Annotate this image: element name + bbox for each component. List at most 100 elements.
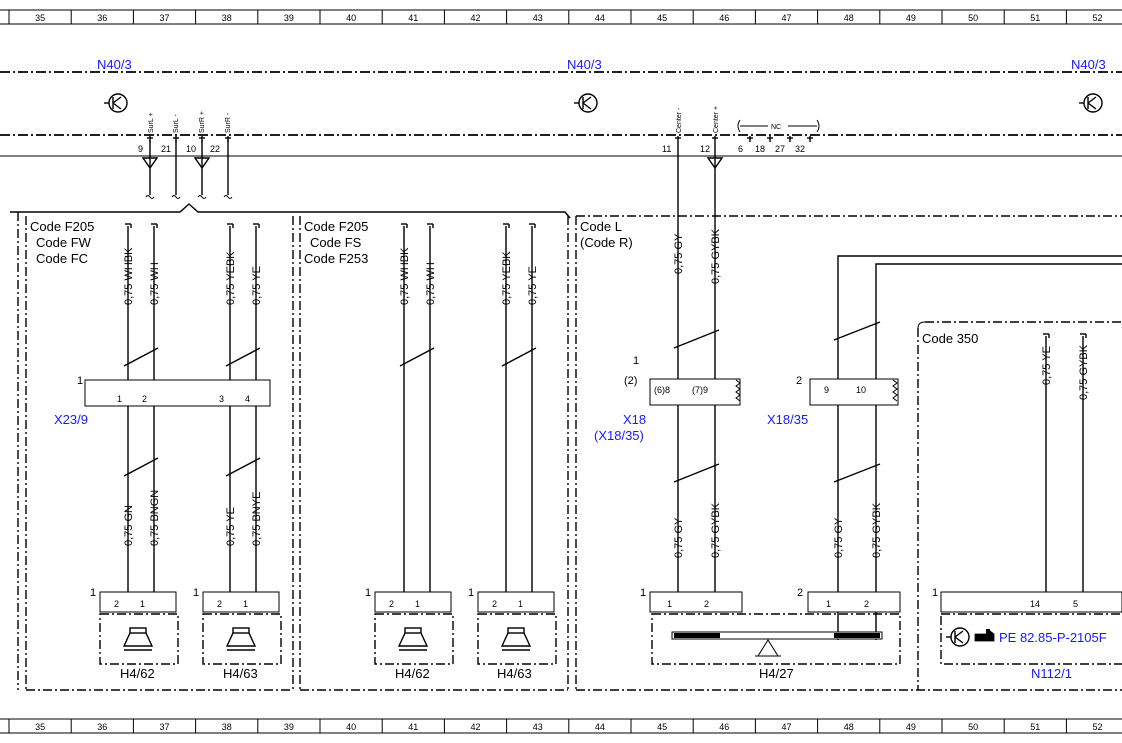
grid-number: 40	[346, 13, 356, 23]
unit-n40-right-label: N40/3	[1071, 57, 1106, 72]
nc-label: NC	[771, 124, 781, 131]
pin-number: 32	[795, 144, 805, 154]
grid-number: 35	[35, 13, 45, 23]
grid-number: 36	[97, 722, 107, 732]
code-label: Code FC	[36, 251, 88, 266]
pin-label-surr-minus: SurR -	[225, 112, 232, 133]
pin-number: 21	[161, 144, 171, 154]
connector-pin: 9	[824, 385, 829, 395]
speaker-icon	[122, 627, 154, 651]
wire-label: 0,75 BNYE	[251, 492, 263, 546]
wire-label: 0,75 YE	[1041, 346, 1053, 385]
pin-number: 11	[662, 144, 671, 154]
grid-number: 46	[719, 722, 729, 732]
connector-x23-9: 1 1 2 3 4 X23/9	[54, 375, 271, 427]
grid-number: 48	[844, 13, 854, 23]
feed-wires-right	[837, 255, 1122, 640]
connector-pin: 2	[114, 599, 119, 609]
connector-pin: (7)9	[692, 385, 708, 395]
grid-number: 42	[471, 722, 481, 732]
code-label: Code FW	[36, 235, 92, 250]
speaker-label-h4-62: H4/62	[395, 666, 430, 681]
wire-label: 0,75 WH	[149, 262, 161, 305]
speaker-icon	[500, 627, 532, 651]
connector-x18-35: 2 9 10 X18/35	[767, 375, 899, 427]
wire-label: 0,75 YE	[225, 507, 237, 546]
connector-pin: 2	[864, 599, 869, 609]
grid-number: 43	[533, 13, 543, 23]
connector-pin: 1	[826, 599, 831, 609]
wire-label: 0,75 YE	[527, 266, 539, 305]
electronic-component-icon	[946, 627, 970, 647]
connector-x18-35-label: X18/35	[767, 412, 808, 427]
grid-number: 43	[533, 722, 543, 732]
grid-number: 38	[222, 722, 232, 732]
nc-bracket: NC	[737, 119, 820, 133]
control-unit-label: N112/1	[1031, 666, 1072, 681]
connector-pin: 10	[856, 385, 866, 395]
code-label: Code F253	[304, 251, 368, 266]
grid-number: 44	[595, 13, 605, 23]
center-speaker-h4-27: 1 2 1 2 1 2 H4/27	[640, 587, 901, 681]
grid-number: 52	[1093, 13, 1103, 23]
speaker-label-h4-62: H4/62	[120, 666, 155, 681]
connector-pin: 5	[1073, 599, 1078, 609]
wire-label: 0,75 WH	[425, 262, 437, 305]
grid-number: 47	[782, 13, 792, 23]
grid-number: 37	[160, 13, 170, 23]
connector-pin: 1	[117, 394, 122, 404]
pin-number: 27	[775, 144, 785, 154]
connector-pin: 2	[492, 599, 497, 609]
grid-number: 39	[284, 722, 294, 732]
grid-number: 46	[719, 13, 729, 23]
connector-pin: 4	[245, 394, 250, 404]
grid-number: 38	[222, 13, 232, 23]
wire-label: 0,75 BNGN	[149, 490, 161, 546]
connector-pin: 14	[1030, 599, 1040, 609]
connector-pin: 2	[142, 394, 147, 404]
wire-label: 0,75 GN	[123, 505, 135, 546]
wire-label: 0,75 GY	[673, 233, 685, 274]
grid-number: 41	[408, 722, 418, 732]
side-label: 2	[796, 375, 802, 387]
pin-number: 22	[210, 144, 220, 154]
side-label: 1	[77, 375, 83, 387]
speaker-icon	[397, 627, 429, 651]
side-label: 1	[365, 587, 371, 599]
connector-x18-label: X18	[623, 412, 646, 427]
connector-pin: 2	[704, 599, 709, 609]
grid-number: 49	[906, 722, 916, 732]
connector-pin: 2	[217, 599, 222, 609]
connector-pin: 1	[415, 599, 420, 609]
grid-number: 50	[968, 13, 978, 23]
pin-number: 10	[186, 144, 196, 154]
side-label: 2	[797, 587, 803, 599]
wire-label: 0,75 WHBK	[399, 247, 411, 305]
grid-number: 52	[1093, 722, 1103, 732]
speaker-label-h4-63: H4/63	[223, 666, 258, 681]
connector-pin: 1	[243, 599, 248, 609]
wire-label: 0,75 GY	[673, 517, 685, 558]
connector-pin: 2	[389, 599, 394, 609]
wire-label: 0,75 GYBK	[710, 502, 722, 558]
code-label: Code F205	[304, 219, 368, 234]
side-label: (2)	[624, 375, 637, 387]
grid-number: 50	[968, 722, 978, 732]
n40-output-wires	[10, 140, 724, 219]
electronic-component-icon	[1079, 93, 1103, 113]
connector-x18-alt-label: (X18/35)	[594, 428, 644, 443]
grid-number: 40	[346, 722, 356, 732]
grid-number: 45	[657, 13, 667, 23]
speaker-label-h4-63: H4/63	[497, 666, 532, 681]
pin-label-surl-plus: SurL +	[148, 112, 155, 133]
code-label: Code L	[580, 219, 622, 234]
connector-pin: (6)8	[654, 385, 670, 395]
grid-number: 49	[906, 13, 916, 23]
grid-number: 42	[471, 13, 481, 23]
reference-link[interactable]: PE 82.85-P-2105F	[999, 630, 1107, 645]
speaker-icon	[225, 627, 257, 651]
connector-pin: 3	[219, 394, 224, 404]
